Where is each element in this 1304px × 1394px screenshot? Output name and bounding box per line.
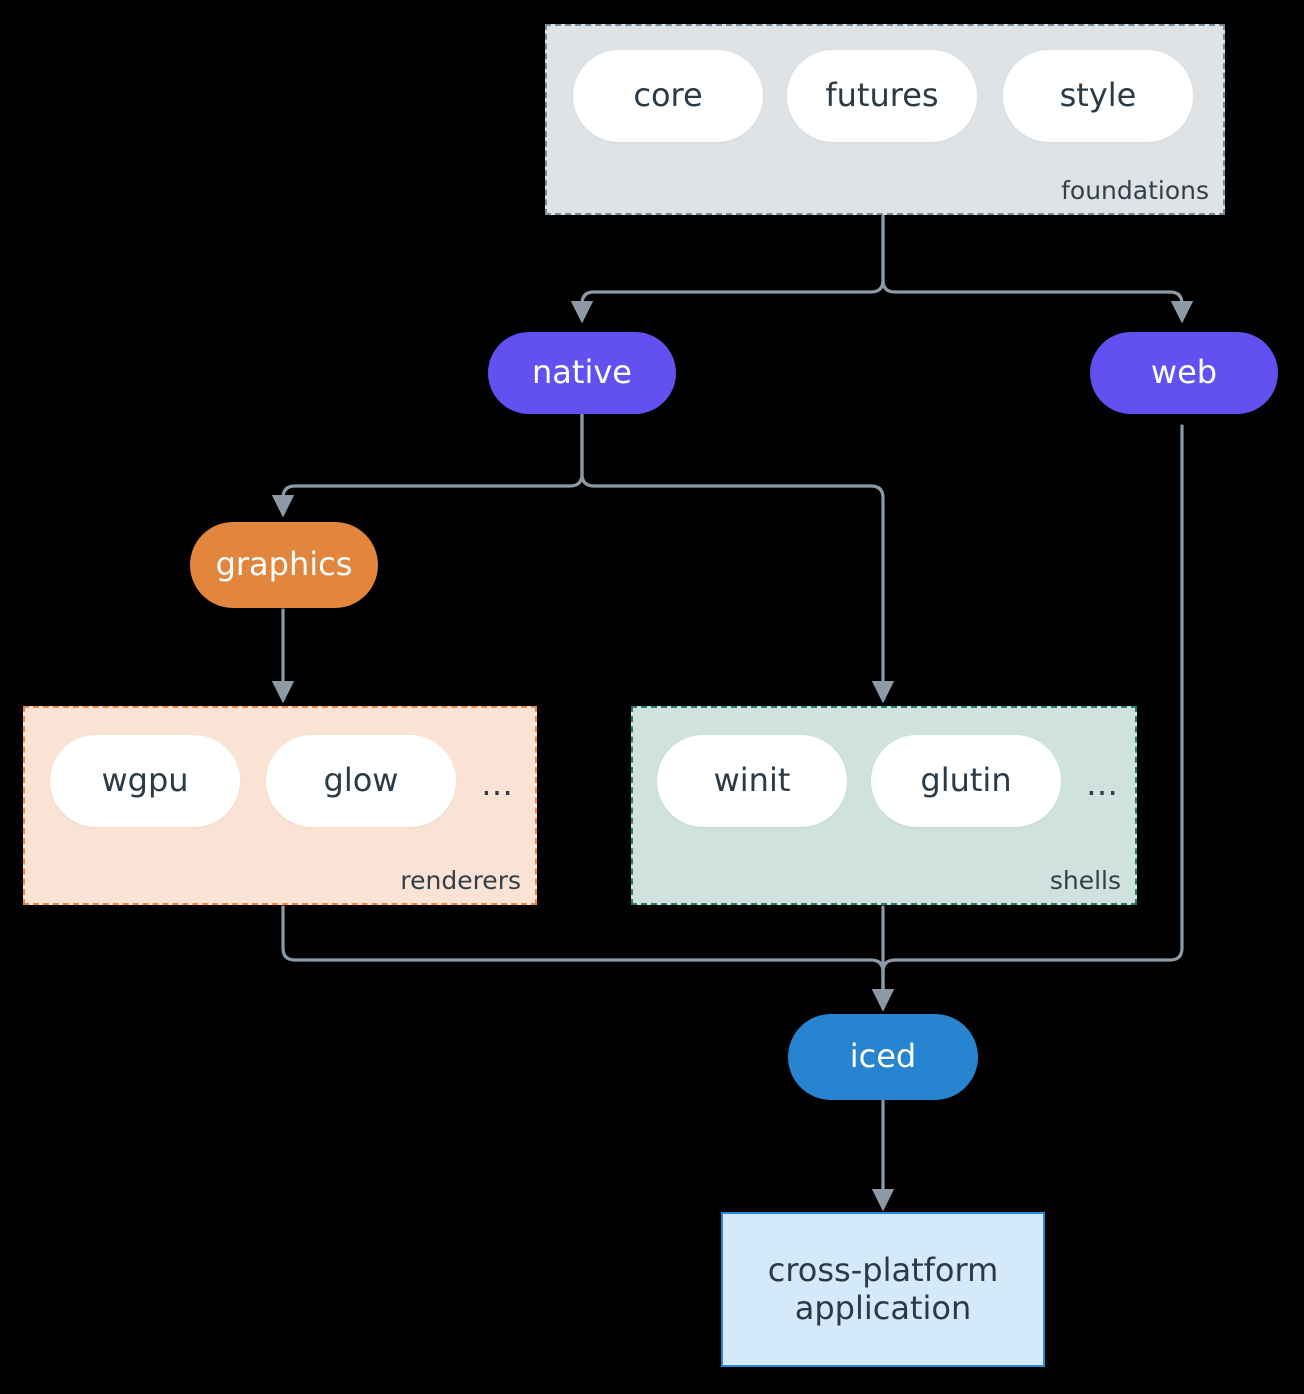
- node-futures[interactable]: futures: [787, 50, 977, 142]
- node-wgpu-label: wgpu: [101, 761, 189, 800]
- cluster-foundations-label: foundations: [1061, 176, 1209, 205]
- node-graphics-label: graphics: [215, 545, 353, 584]
- node-glow[interactable]: glow: [266, 735, 456, 827]
- node-app-label-line1: cross-platform: [767, 1250, 999, 1289]
- node-core-label: core: [633, 76, 703, 115]
- node-cross-platform-application[interactable]: cross-platform application: [721, 1212, 1045, 1367]
- shells-overflow-ellipsis: …: [1086, 765, 1120, 803]
- node-app-label-line2: application: [794, 1288, 972, 1327]
- node-web-label: web: [1150, 353, 1218, 392]
- node-iced-label: iced: [849, 1037, 917, 1076]
- node-graphics[interactable]: graphics: [190, 522, 378, 608]
- node-core[interactable]: core: [573, 50, 763, 142]
- edge-foundations-native: [570, 214, 885, 324]
- node-futures-label: futures: [825, 76, 939, 115]
- node-wgpu[interactable]: wgpu: [50, 735, 240, 827]
- cluster-renderers-label: renderers: [400, 866, 521, 895]
- edge-native-graphics: [271, 412, 584, 518]
- node-glutin-label: glutin: [920, 761, 1012, 800]
- node-web[interactable]: web: [1090, 332, 1278, 414]
- edge-native-shells: [580, 412, 895, 704]
- edge-renderers-iced: [281, 905, 895, 1012]
- edge-foundations-web: [881, 214, 1194, 324]
- node-winit[interactable]: winit: [657, 735, 847, 827]
- node-native[interactable]: native: [488, 332, 676, 414]
- node-style[interactable]: style: [1003, 50, 1193, 142]
- node-iced[interactable]: iced: [788, 1014, 978, 1100]
- cluster-shells-label: shells: [1049, 866, 1121, 895]
- node-style-label: style: [1059, 76, 1137, 115]
- node-native-label: native: [532, 353, 632, 392]
- node-glutin[interactable]: glutin: [871, 735, 1061, 827]
- renderers-overflow-ellipsis: …: [481, 765, 515, 803]
- node-glow-label: glow: [323, 761, 399, 800]
- node-winit-label: winit: [713, 761, 791, 800]
